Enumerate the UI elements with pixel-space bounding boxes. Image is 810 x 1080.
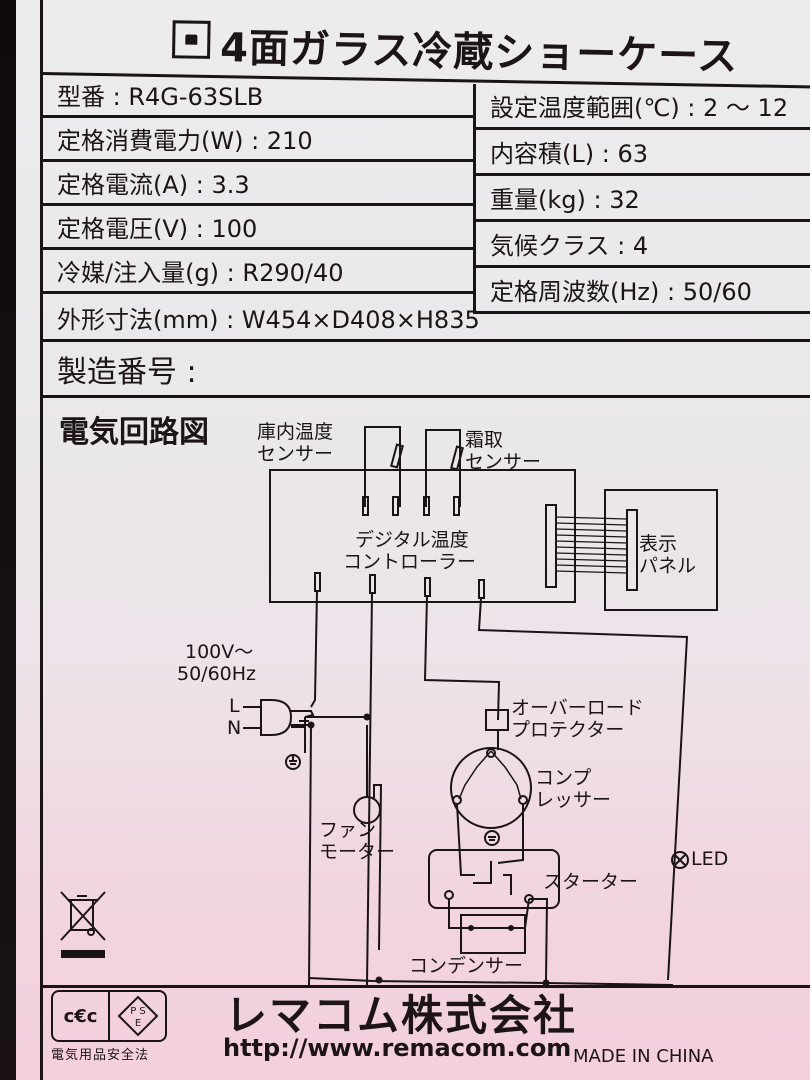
label-line: 霜取: [465, 429, 504, 451]
spec-refrigerant: 冷媒/注入量(g) : R290/40: [43, 250, 473, 294]
label-line: レッサー: [535, 789, 612, 811]
svg-text:E: E: [134, 1018, 140, 1029]
label-line: 50/60Hz: [177, 663, 257, 685]
defrost-sensor-label: 霜取 センサー: [465, 429, 541, 473]
label-line: プロテクター: [511, 719, 625, 741]
compressor-label: コンプ レッサー: [535, 767, 611, 811]
capacitor-label: コンデンサー: [409, 955, 524, 977]
spec-dimensions: 外形寸法(mm) : W454×D408×H835: [43, 296, 810, 342]
label-line: ファン: [319, 819, 377, 841]
label-line: モーター: [319, 841, 396, 863]
spec-climate-class: 気候クラス : 4: [473, 222, 810, 268]
label-line: デジタル温度: [355, 529, 469, 551]
spec-volume: 内容積(L) : 63: [473, 130, 810, 176]
overload-protector-label: オーバーロード プロテクター: [511, 697, 644, 741]
weee-crossed-bin-icon: [57, 890, 113, 966]
svg-text:P S: P S: [130, 1006, 146, 1017]
label-line: コントローラー: [343, 551, 477, 573]
diagram-title: 電気回路図: [59, 415, 209, 450]
room-temp-sensor-label: 庫内温度 センサー: [257, 421, 333, 465]
label-line: コンプ: [535, 767, 592, 789]
product-title: 4面ガラス冷蔵ショーケース: [219, 25, 739, 81]
label-line: オーバーロード: [511, 697, 644, 719]
label-line: 100V～: [185, 641, 254, 663]
label-line: センサー: [257, 443, 334, 465]
controller-label: デジタル温度 コントローラー: [343, 529, 476, 573]
cqc-mark: c€c: [53, 992, 110, 1040]
serial-number: 製造番号 :: [43, 342, 810, 398]
company-name: レマコム株式会社: [225, 991, 578, 1040]
display-panel-label: 表示 パネル: [639, 533, 696, 577]
line-terminal-label: L: [229, 695, 240, 717]
showcase-icon: [172, 20, 211, 59]
spec-frequency: 定格周波数(Hz) : 50/60: [473, 268, 810, 314]
fan-motor-label: ファン モーター: [319, 819, 395, 863]
spec-current: 定格電流(A) : 3.3: [43, 162, 473, 206]
label-line: センサー: [465, 451, 542, 473]
label-line: パネル: [639, 555, 697, 577]
cert-caption: 電気用品安全法: [51, 1048, 150, 1063]
led-label: LED: [691, 848, 729, 870]
spec-model: 型番 : R4G-63SLB: [43, 74, 473, 118]
starter-label: スターター: [543, 871, 639, 893]
country-of-origin: MADE IN CHINA: [573, 1046, 714, 1067]
spec-power: 定格消費電力(W) : 210: [43, 118, 473, 162]
label-line: 表示: [639, 533, 678, 555]
rating-label: 4面ガラス冷蔵ショーケース 型番 : R4G-63SLB 定格消費電力(W) :…: [16, 0, 810, 1080]
circuit-schematic: [243, 426, 718, 985]
spec-voltage: 定格電圧(V) : 100: [43, 206, 473, 250]
spec-weight: 重量(kg) : 32: [473, 176, 810, 222]
label-frame: 4面ガラス冷蔵ショーケース 型番 : R4G-63SLB 定格消費電力(W) :…: [40, 0, 810, 1080]
spec-temp-range: 設定温度範囲(℃) : 2 ～ 12: [473, 84, 810, 130]
pse-mark-icon: P S E: [110, 992, 165, 1040]
circuit-diagram: 電気回路図: [43, 395, 810, 988]
neutral-terminal-label: N: [227, 717, 242, 739]
power-supply-label: 100V～ 50/60Hz: [177, 641, 256, 685]
company-url[interactable]: http://www.remacom.com: [223, 1034, 572, 1062]
footer: c€c P S E 電気用品安全法 レマコム株式会社 http://www.re…: [43, 988, 810, 1080]
certification-marks: c€c P S E: [51, 990, 167, 1042]
label-line: 庫内温度: [257, 421, 334, 443]
